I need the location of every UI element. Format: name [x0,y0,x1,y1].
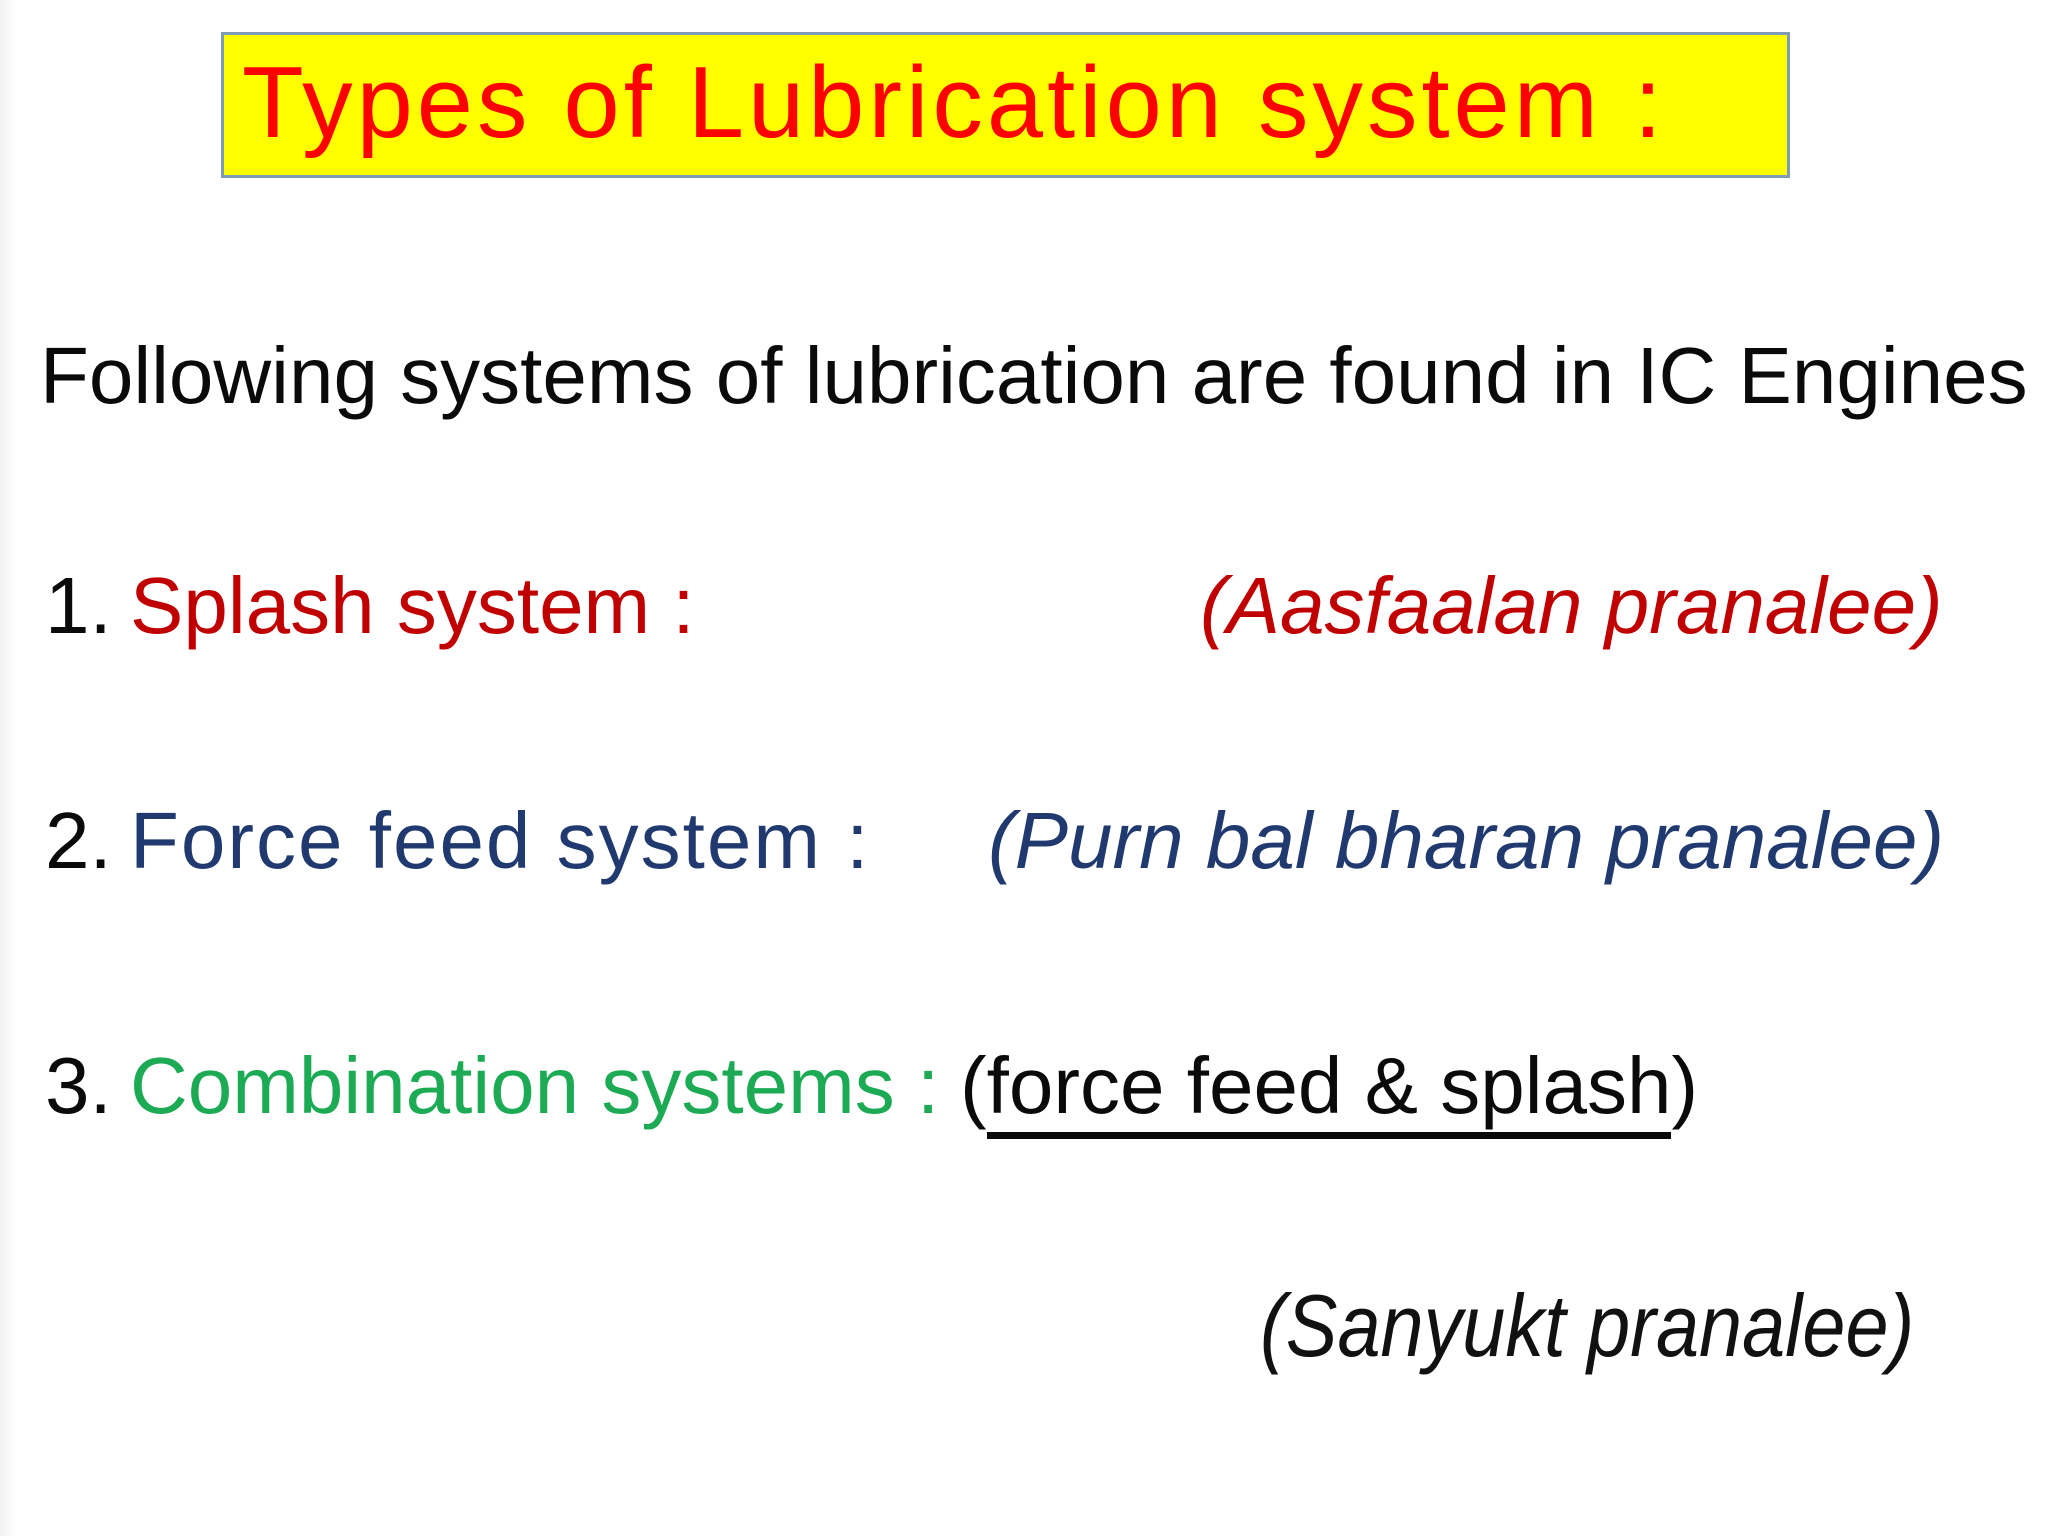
item-3-note-underlined-text: force feed & splash [986,1041,1672,1139]
item-2-label: Force feed system : [130,796,871,885]
item-2-transliteration: (Purn bal bharan pranalee) [988,796,1945,885]
item-3-note: (force feed & splash) [960,1040,1699,1139]
intro-text: Following systems of lubrication are fou… [40,331,2028,420]
item-1-label: Splash system : [130,561,695,650]
item-1-number: 1. [45,561,112,650]
item-3-transliteration: (Sanyukt pranalee) [1260,1276,1915,1375]
item-1-transliteration: (Aasfaalan pranalee) [1200,561,1943,650]
item-3-number: 3. [45,1041,112,1130]
title-box [221,32,1790,178]
item-2-number: 2. [45,796,112,885]
slide-title: Types of Lubrication system : [242,47,1666,159]
item-3-label: Combination systems : [130,1041,940,1130]
item-3-note-open-paren: ( [960,1041,987,1130]
item-3-note-close-paren: ) [1671,1041,1699,1130]
